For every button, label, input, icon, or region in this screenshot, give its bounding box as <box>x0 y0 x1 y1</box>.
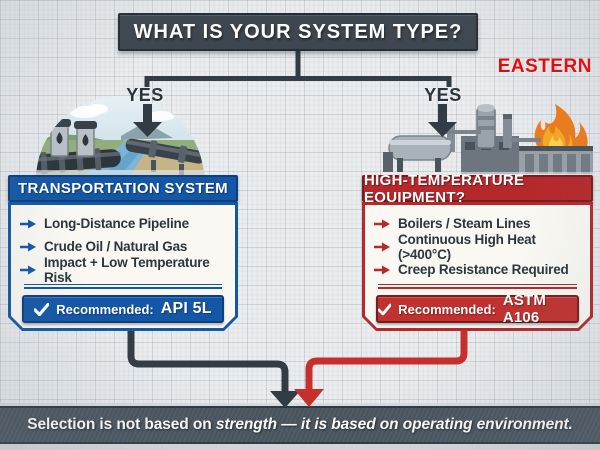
footer-dash: — <box>277 416 301 433</box>
mountain <box>121 122 173 140</box>
yes-label-left: YES <box>126 85 164 105</box>
footer-banner: Selection is not based on strength — it … <box>0 406 600 444</box>
arrow-bullet-icon <box>374 219 390 229</box>
list-item: Creep Resistance Required <box>374 258 581 281</box>
list-item: Continuous High Heat (>400°C) <box>374 235 581 258</box>
list-item: Long-Distance Pipeline <box>20 212 226 235</box>
right-card-header-label: HIGH-TEMPERATURE EQUIPMENT? <box>364 171 525 206</box>
canal-water <box>81 140 151 178</box>
divider <box>378 284 577 289</box>
canal-bank <box>93 140 204 178</box>
left-card: Long-Distance Pipeline Crude Oil / Natur… <box>8 202 238 331</box>
merge-connector-red <box>294 330 468 407</box>
yes-down-arrow-icon <box>133 104 457 137</box>
watermark-eastern: EASTERN <box>497 56 592 77</box>
page-title: WHAT IS YOUR SYSTEM TYPE? <box>133 20 463 43</box>
divider <box>24 284 222 289</box>
arrow-bullet-icon <box>20 242 36 252</box>
list-item: Crude Oil / Natural Gas <box>20 235 226 258</box>
recommendation-badge: Recommended: API 5L <box>22 295 224 323</box>
arrow-bullet-icon <box>374 265 390 275</box>
footer-text-italic: it is based on operating environment. <box>300 416 573 433</box>
yes-label-right: YES <box>424 85 462 105</box>
footer-text-italic: strength <box>215 416 278 433</box>
left-card-header-label: TRANSPORTATION SYSTEM <box>18 180 228 197</box>
pipe-segment <box>125 138 204 164</box>
title-box: WHAT IS YOUR SYSTEM TYPE? <box>118 13 478 51</box>
recommendation-badge: Recommended: ASTM A106 <box>376 295 579 323</box>
recommended-value: ASTM A106 <box>502 292 547 326</box>
merge-connector-dark <box>127 330 300 408</box>
footer-strip: Selection is not based on strength — it … <box>0 403 600 450</box>
list-item: Impact + Low Temperature Risk <box>20 258 226 281</box>
arrow-bullet-icon <box>20 265 36 275</box>
cloud-icon <box>69 106 101 118</box>
footer-text: Selection is not based on <box>27 416 216 433</box>
pipeline-illustration <box>36 96 204 178</box>
left-card-header: TRANSPORTATION SYSTEM <box>8 175 238 202</box>
right-card: Boilers / Steam Lines Continuous High He… <box>362 202 593 331</box>
tower-structures <box>48 119 97 157</box>
list-item: Boilers / Steam Lines <box>374 212 581 235</box>
recommended-label: Recommended: <box>56 301 154 317</box>
right-card-header: HIGH-TEMPERATURE EQUIPMENT? <box>362 172 593 206</box>
recommended-value: API 5L <box>160 300 212 317</box>
pipeline-cylinders <box>36 148 121 175</box>
arrow-bullet-icon <box>374 242 390 252</box>
flame-icon <box>534 104 588 158</box>
hills <box>36 134 113 150</box>
factory-illustration <box>381 104 599 176</box>
recommended-label: Recommended: <box>398 301 496 317</box>
plant-buildings <box>381 104 599 176</box>
branch-line <box>144 51 452 87</box>
check-icon <box>378 303 391 316</box>
check-icon <box>34 303 49 316</box>
arrow-bullet-icon <box>20 219 36 229</box>
